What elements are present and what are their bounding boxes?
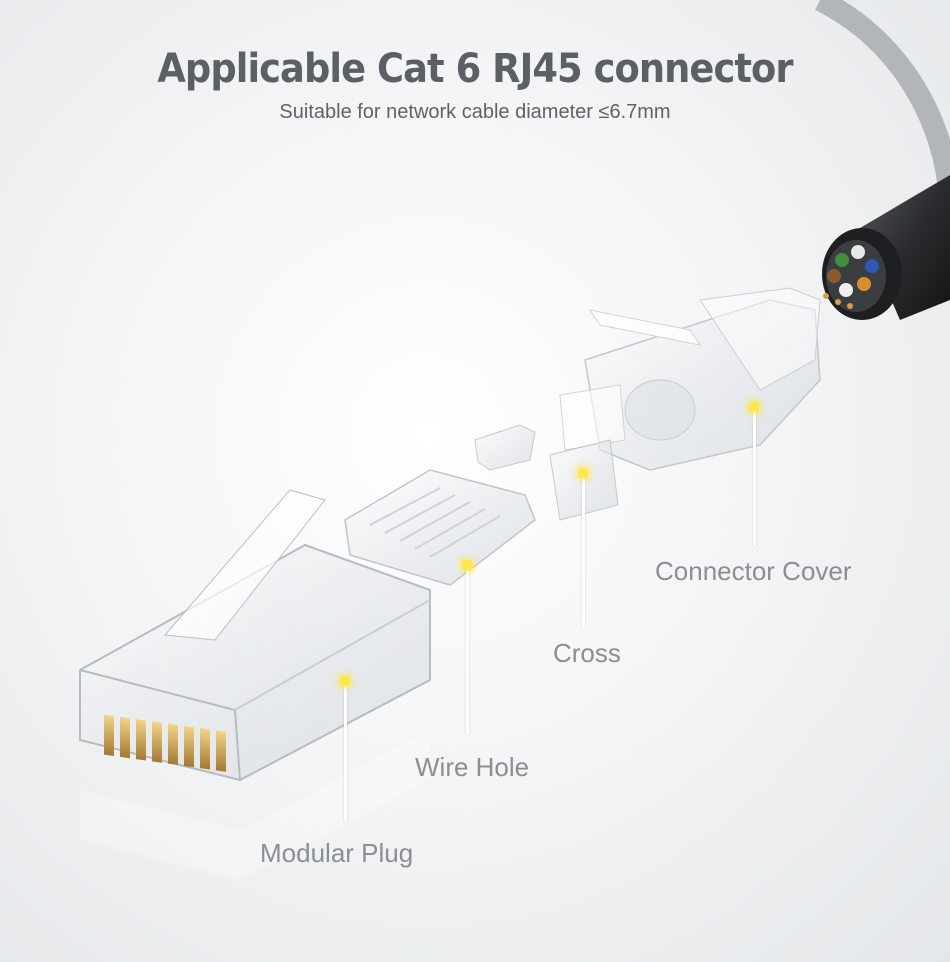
background-cable [814,0,950,201]
gold-contacts [104,714,226,772]
connector-cover-pointer [753,410,756,546]
cable-wires [823,245,879,309]
wire-hole-pointer [466,570,469,735]
wire-hole-label: Wire Hole [415,752,530,782]
wire-hole-part [344,469,536,586]
modular-plug-pointer [344,686,347,822]
connector-cover-label: Connector Cover [655,556,852,586]
page-subtitle: Suitable for network cable diameter ≤6.7… [279,101,671,123]
page-title: Applicable Cat 6 RJ45 connector [157,46,793,92]
cross-marker [578,468,588,478]
cross-pointer [582,478,585,628]
connector-cover-part [559,287,821,471]
network-cable [822,175,950,320]
modular-plug-part [79,489,431,880]
wire-hole-marker [462,560,472,570]
modular-plug-marker [340,676,350,686]
cross-label: Cross [553,638,621,668]
connector-cover-marker [749,402,759,412]
modular-plug-label: Modular Plug [260,838,414,868]
